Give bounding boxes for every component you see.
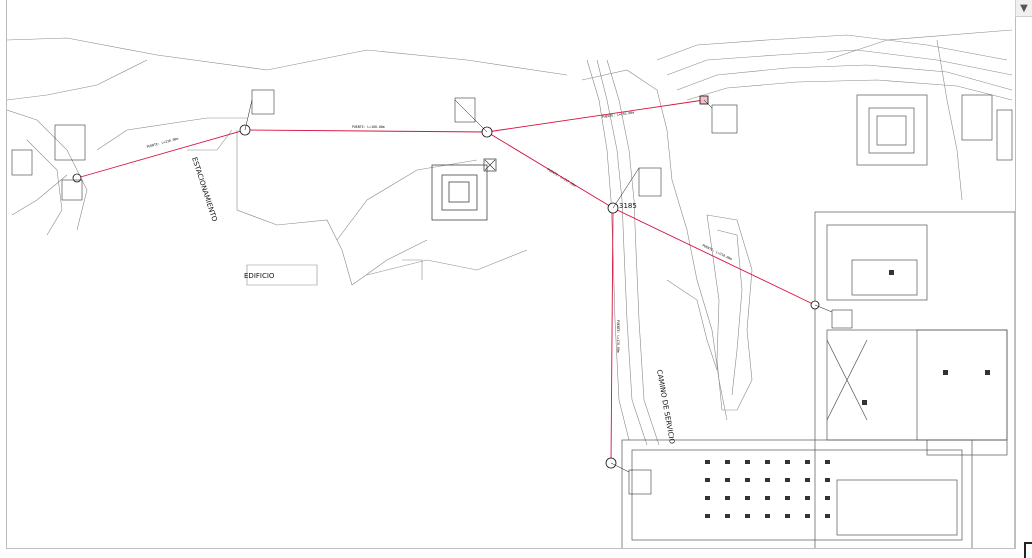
corner-marker	[1024, 542, 1032, 558]
label-span-2: PUENTE: L=160.00m	[352, 125, 385, 129]
link-route	[76, 99, 816, 464]
label-camino: CAMINO DE SERVICIO	[655, 369, 676, 445]
label-span-3: PUENTE: L=157.00m	[546, 167, 576, 187]
building-openings	[705, 270, 990, 518]
label-edificio: EDIFICIO	[244, 272, 275, 280]
drawing-canvas[interactable]: EDIFICIO ESTACIONAMIENTO CAMINO DE SERVI…	[6, 0, 1016, 549]
terrain-linework	[7, 29, 1013, 446]
route-nodes	[72, 95, 820, 469]
site-plan-drawing: EDIFICIO ESTACIONAMIENTO CAMINO DE SERVI…	[7, 29, 1015, 548]
label-elevation: 3185	[619, 202, 637, 210]
node-annotations	[11, 89, 853, 495]
label-span-4: PUENTE: L=210.00m	[702, 243, 733, 261]
scroll-up-icon[interactable]: ▼	[1015, 0, 1032, 17]
label-span-5: PUENTE: L=245.00m	[602, 110, 635, 119]
label-span-1: PUENTE: L=230.00m	[146, 137, 179, 149]
building-complex	[621, 94, 1015, 548]
monument-block	[431, 158, 497, 221]
label-span-6: PUENTE: L=170.00m	[616, 320, 620, 353]
label-estacionamiento: ESTACIONAMIENTO	[190, 156, 219, 223]
